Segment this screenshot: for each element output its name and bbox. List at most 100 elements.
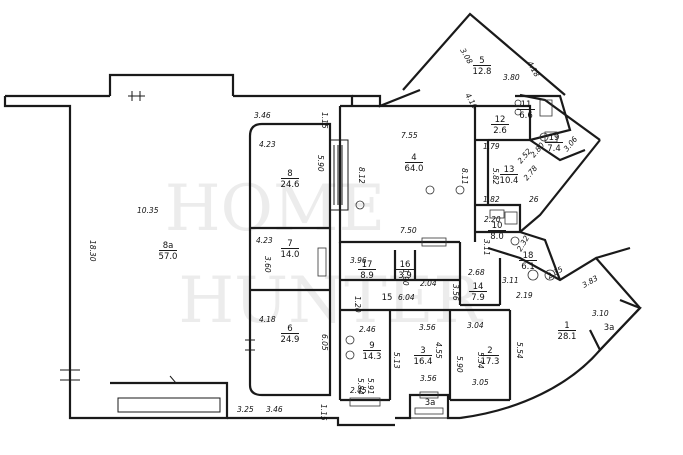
room-10-label: 108.0 (488, 221, 506, 242)
dimension-label: 3.06 (562, 135, 580, 154)
dimension-label: 3.11 (502, 276, 519, 285)
interior-walls (248, 94, 642, 419)
dimension-label: 1.82 (483, 195, 500, 204)
room-3a-bottom-label: 3a (425, 398, 436, 408)
dimension-label: 1.15 (320, 112, 329, 129)
room-number: 3a (425, 398, 436, 408)
room-3a-top-label: 3a (604, 323, 615, 333)
room-number: 6 (287, 324, 292, 334)
dimension-label: 2.46 (359, 325, 376, 334)
room-14-label: 147.9 (469, 282, 487, 303)
room-number: 4 (411, 153, 416, 163)
dimension-label: 5.84 (356, 378, 365, 395)
dimension-label: 2.68 (468, 268, 485, 277)
room-number: 15 (382, 293, 393, 303)
room-number: 11 (521, 100, 532, 110)
dimension-label: 3.80 (503, 73, 520, 82)
dimension-label: 2.78 (522, 164, 540, 183)
dimension-label: 5.91 (366, 378, 375, 395)
room-labels: 8a57.0824.6714.0624.9464.0512.8116.6122.… (159, 56, 615, 408)
dimension-label: 3.04 (467, 321, 484, 330)
room-area: 16.4 (414, 357, 433, 367)
room-12-label: 122.6 (491, 115, 509, 136)
room-3-label: 316.4 (414, 346, 433, 367)
room-number: 2 (487, 346, 492, 356)
room-area: 14.0 (281, 250, 300, 260)
dimension-label: 5.54 (515, 342, 524, 359)
room-area: 28.1 (558, 332, 577, 342)
room-area: 3.9 (398, 271, 412, 281)
room-11-label: 116.6 (517, 100, 535, 121)
watermark-line1: HOME (165, 172, 386, 246)
dimension-label: 3.11 (482, 239, 491, 256)
room-8-label: 824.6 (281, 169, 300, 190)
dimension-label: 3.05 (472, 378, 489, 387)
dimension-label: 6.05 (320, 334, 329, 351)
dimension-label: 5.90 (316, 155, 325, 172)
room-area: 24.9 (281, 335, 300, 345)
room-area: 10.4 (500, 176, 519, 186)
room-area: 7.4 (547, 144, 561, 154)
fixtures (60, 91, 558, 415)
dimension-label: 1.90 (401, 269, 410, 286)
dimension-label: 7.55 (401, 131, 418, 140)
room-number: 8a (163, 241, 174, 251)
room-area: 8.9 (360, 271, 374, 281)
dimension-label: 4.55 (434, 342, 443, 359)
room-area: 6.6 (519, 111, 533, 121)
dimension-label: 1.79 (483, 142, 500, 151)
room-number: 13 (504, 165, 515, 175)
dimension-label: 3.10 (592, 309, 609, 318)
room-number: 12 (495, 115, 506, 125)
dimension-label: 4.23 (256, 236, 273, 245)
room-number: 14 (473, 282, 484, 292)
room-area: 12.8 (473, 67, 492, 77)
dimension-label: 2.19 (516, 291, 533, 300)
dimension-label: 7.50 (400, 226, 417, 235)
room-area: 7.9 (471, 293, 485, 303)
dimension-label: 5.34 (476, 352, 485, 369)
dimension-label: 2.20 (484, 215, 501, 224)
room-area: 64.0 (405, 164, 424, 174)
room-5-label: 512.8 (473, 56, 492, 77)
dimension-label: 4.18 (525, 60, 541, 79)
room-area: 14.3 (363, 352, 382, 362)
dimension-label: 3.83 (581, 273, 600, 289)
room-19-label: 197.4 (545, 133, 563, 154)
dimension-label: 8.11 (460, 168, 469, 185)
dimension-label: 26 (529, 195, 539, 204)
room-16-label: 163.9 (396, 260, 414, 281)
room-number: 10 (492, 221, 503, 231)
dimension-label: 18.30 (88, 240, 97, 262)
dimension-label: 3.56 (420, 374, 437, 383)
room-number: 5 (479, 56, 484, 66)
dimension-label: 1.15 (319, 404, 328, 421)
room-17-label: 178.9 (358, 260, 376, 281)
dimension-label: 3.96 (350, 256, 367, 265)
room-7-label: 714.0 (281, 239, 300, 260)
dimension-label: 5.90 (455, 356, 464, 373)
dimension-label: 2.45 (350, 386, 367, 395)
room-area: 8.0 (490, 232, 504, 242)
room-number: 18 (523, 251, 534, 261)
room-18-label: 186.1 (519, 251, 537, 272)
room-number: 17 (362, 260, 373, 270)
room-area: 2.6 (493, 126, 507, 136)
room-number: 1 (564, 321, 569, 331)
room-4-label: 464.0 (405, 153, 424, 174)
dimension-label: 8.12 (357, 167, 366, 184)
room-number: 9 (369, 341, 374, 351)
room-number: 3a (604, 323, 615, 333)
dimension-label: 5.82 (491, 168, 500, 185)
room-number: 19 (549, 133, 560, 143)
dimension-label: 3.25 (237, 405, 254, 414)
room-area: 17.3 (481, 357, 500, 367)
dimension-label: 4.16 (463, 92, 479, 111)
room-area: 57.0 (159, 252, 178, 262)
room-2-label: 217.3 (481, 346, 500, 367)
dimension-label: 3.08 (458, 47, 474, 66)
